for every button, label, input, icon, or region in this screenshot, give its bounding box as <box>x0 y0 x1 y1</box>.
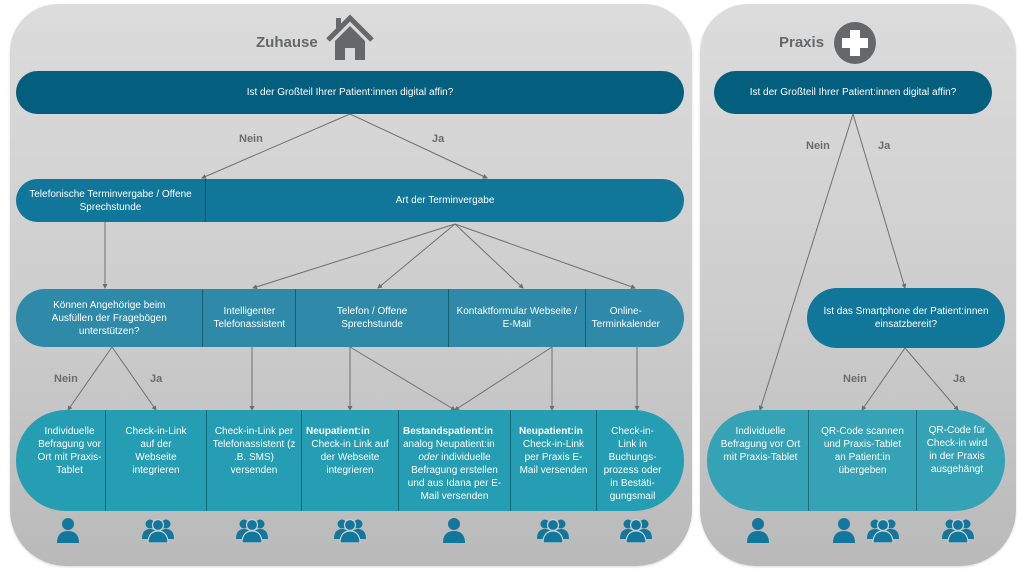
group-icon <box>333 517 367 543</box>
row2-telefonische-terminvergabe: Telefonische Terminvergabe / Offene Spre… <box>29 188 192 213</box>
home-question-text: Ist der Großteil Ihrer Patient:innen dig… <box>246 87 454 98</box>
outcome-neupatient-webseite: Neupatient:in Check-in Link auf der Webs… <box>301 410 398 511</box>
outcome-check-in-link-telefonassistent: Check-in-Link per Telefonassistent (z .B… <box>206 410 301 511</box>
outcome-bestandspatient: Bestandspatient:in analog Neupatient:in … <box>398 410 510 511</box>
praxis-question-text: Ist der Großteil Ihrer Patient:innen dig… <box>749 87 957 98</box>
praxis-outcome-qr-scan: QR-Code scannen und Praxis-Tablet an Pat… <box>808 410 916 511</box>
outcome-bestandspatient-oder: oder <box>418 452 439 463</box>
praxis-branch-no-label: Nein <box>806 140 830 152</box>
outcome-individuelle-befragung: Individuelle Befragung vor Ort mit Praxi… <box>37 426 102 476</box>
home-question-digital: Ist der Großteil Ihrer Patient:innen dig… <box>16 71 684 114</box>
home-outcomes: Individuelle Befragung vor Ort mit Praxi… <box>16 410 684 511</box>
outcome-neupatient-heading: Neupatient:in <box>306 426 370 437</box>
group-icon <box>235 517 269 543</box>
outcome-neupatient-email-heading: Neupatient:in <box>519 426 583 437</box>
praxis-outcomes: Individuelle Befragung vor Ort mit Praxi… <box>707 410 1005 511</box>
praxis-question2-text: Ist das Smartphone der Patient:innen ein… <box>823 306 989 330</box>
outcome-neupatient-email-text: Check-in-Link per Praxis E-Mail versende… <box>519 439 588 476</box>
praxis-outcome-qr-aushang: QR-Code für Check-in wird in der Praxis … <box>916 410 1005 511</box>
row3-online-terminkalender: Online-Terminkalender <box>584 289 684 347</box>
group-icon <box>619 517 653 543</box>
row3-kontaktformular-email: Kontaktformular Webseite / E-Mail <box>447 289 585 347</box>
praxis-question-smartphone: Ist das Smartphone der Patient:innen ein… <box>807 288 1005 348</box>
group-icon <box>941 517 975 543</box>
single-person-icon <box>55 517 81 543</box>
praxis-q2-branch-yes-label: Ja <box>953 373 966 385</box>
home-row3: Können Angehörige beim Ausfüllen der Fra… <box>16 289 684 347</box>
outcome-neupatient-email: Neupatient:in Check-in-Link per Praxis E… <box>510 410 596 511</box>
praxis-question-digital: Ist der Großteil Ihrer Patient:innen dig… <box>714 71 992 114</box>
single-person-icon <box>745 517 771 543</box>
row3-telefon-sprechstunde: Telefon / Offene Sprechstunde <box>295 289 448 347</box>
row3-branch-yes-label: Ja <box>150 373 163 385</box>
group-icon <box>141 517 175 543</box>
outcome-bestandspatient-text: individuelle Befragung erstellen und aus… <box>407 452 502 502</box>
home-branch-yes-label: Ja <box>432 133 445 145</box>
outcome-bestandspatient-before: analog Neupatient:in <box>403 439 495 450</box>
outcome-buchungsprozess: Check-in-Link in Buchungs-prozess oder i… <box>596 410 684 511</box>
outcome-bestandspatient-heading: Bestandspatient:in <box>403 426 494 437</box>
single-person-icon <box>441 517 467 543</box>
house-icon <box>326 14 374 62</box>
row2-art-der-terminvergabe: Art der Terminvergabe <box>205 179 684 222</box>
praxis-outcome-individuelle-befragung: Individuelle Befragung vor Ort mit Praxi… <box>720 426 801 463</box>
home-title: Zuhause <box>256 34 318 51</box>
home-branch-no-label: Nein <box>239 133 263 145</box>
outcome-neupatient-text: Check-in Link auf der Webseite integrier… <box>311 439 389 476</box>
group-icon <box>866 517 900 543</box>
group-icon <box>536 517 570 543</box>
home-row2: Telefonische Terminvergabe / Offene Spre… <box>16 179 684 222</box>
praxis-q2-branch-no-label: Nein <box>843 373 867 385</box>
praxis-title: Praxis <box>779 34 825 51</box>
praxis-branch-yes-label: Ja <box>878 140 891 152</box>
row3-branch-no-label: Nein <box>54 373 78 385</box>
row3-angehoerige-question: Können Angehörige beim Ausfüllen der Fra… <box>51 299 167 337</box>
single-person-icon <box>831 517 857 543</box>
row3-intelligenter-telefonassistent: Intelligenter Telefonassistent <box>202 289 295 347</box>
medical-cross-icon <box>833 21 877 65</box>
outcome-check-in-link-webseite: Check-in-Link auf der Webseite integrier… <box>105 410 206 511</box>
